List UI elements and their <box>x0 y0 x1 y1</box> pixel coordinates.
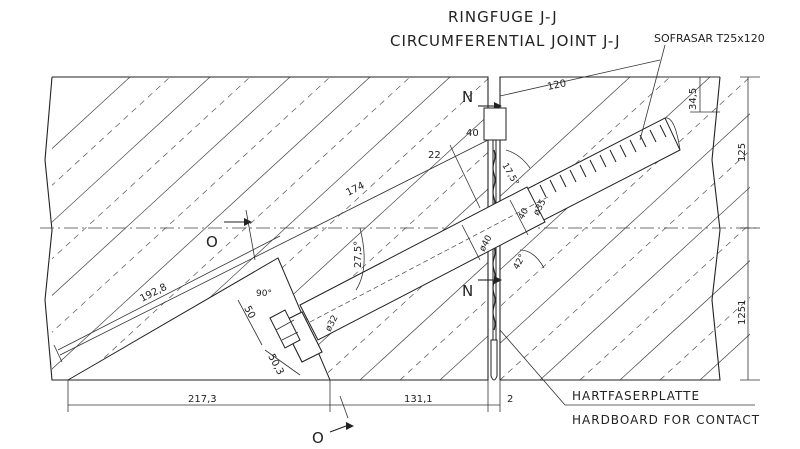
dim-217-3: 217,3 <box>188 394 217 405</box>
dim-131-1: 131,1 <box>404 394 433 405</box>
dim-22: 22 <box>428 150 441 161</box>
section-mark-o-top: O <box>206 209 256 261</box>
section-n-bottom-label: N <box>462 282 473 300</box>
right-segment-hatch <box>500 77 750 380</box>
dimension-lines <box>53 44 760 412</box>
section-mark-n-top: N 40 <box>462 88 507 141</box>
left-segment-hatch <box>52 77 488 380</box>
dim-2: 2 <box>507 394 513 405</box>
bolt-spec-label: SOFRASAR T25x120 <box>654 32 765 45</box>
dim-90: 90° <box>256 289 272 299</box>
dim-17-5: 17,5° <box>499 162 520 188</box>
bolt-body <box>299 186 549 341</box>
threaded-sleeve <box>524 117 681 223</box>
dim-1251: 1251 <box>737 300 748 325</box>
dim-40a: 40 <box>466 128 479 139</box>
dim-120: 120 <box>546 78 567 93</box>
bolt-head <box>269 309 323 363</box>
dim-174: 174 <box>344 180 366 198</box>
dim-50: 50 <box>241 304 257 320</box>
hardboard-en-label: HARDBOARD FOR CONTACT <box>572 413 760 427</box>
dim-125: 125 <box>737 143 748 162</box>
dim-42: 42° <box>512 253 528 272</box>
section-mark-o-bottom: O <box>312 395 354 447</box>
title-line1: RINGFUGE J-J <box>448 8 558 26</box>
title-line2: CIRCUMFERENTIAL JOINT J-J <box>390 32 621 50</box>
dim-34-5: 34,5 <box>688 88 699 110</box>
dim-40b: 40 <box>517 206 531 221</box>
section-n-top-label: N <box>462 88 473 106</box>
section-o-top-label: O <box>206 233 218 251</box>
section-mark-n-bottom: N <box>462 276 502 300</box>
hardboard-de-label: HARTFASERPLATTE <box>572 389 700 403</box>
dim-27-5: 27,5° <box>353 241 364 268</box>
section-o-bottom-label: O <box>312 429 324 447</box>
